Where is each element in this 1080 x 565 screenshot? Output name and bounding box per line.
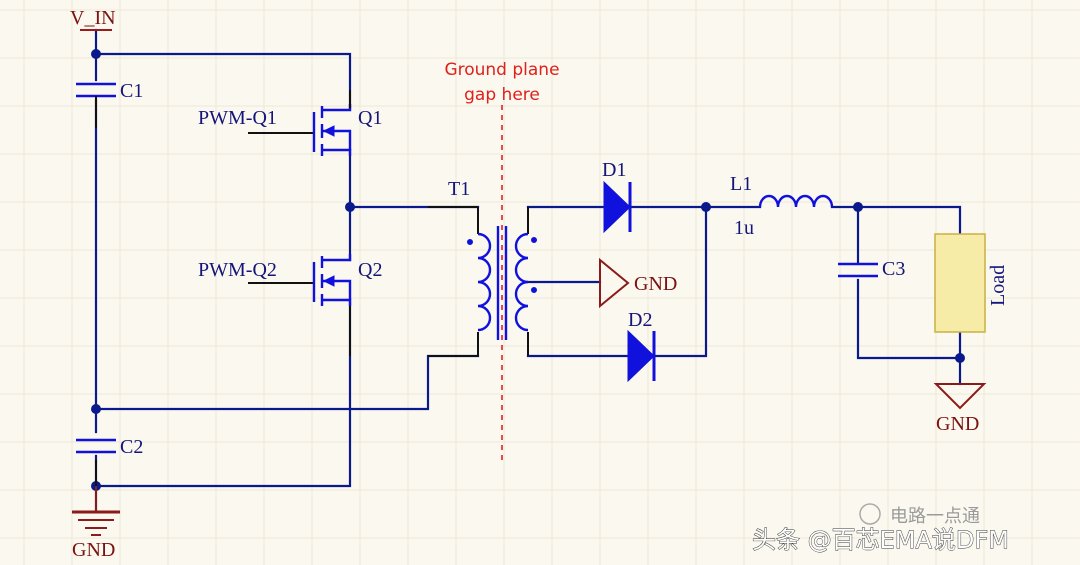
wire-bottom-rail [94, 300, 352, 488]
diode-d2: D2 [627, 309, 656, 383]
q1-label: Q1 [358, 107, 382, 129]
mosfet-q1: PWM-Q1 Q1 [198, 90, 382, 156]
d1-label: D1 [602, 159, 626, 181]
ground-plane-gap-annotation: Ground plane gap here [444, 60, 560, 465]
t1-label: T1 [448, 178, 470, 200]
wire-l1-to-load [830, 205, 962, 238]
transformer-t1: T1 [428, 178, 537, 357]
capacitor-c2: C2 [76, 436, 143, 486]
capacitor-c3: C3 [838, 258, 905, 280]
annotation-line2: gap here [464, 85, 540, 105]
l1-value-label: 1u [734, 217, 754, 239]
mosfet-q2: PWM-Q2 Q2 [198, 254, 382, 356]
wire-c3-bottom [856, 278, 962, 360]
vin-label: V_IN [70, 7, 116, 29]
d2-label: D2 [628, 309, 652, 331]
gnd-left-label: GND [72, 539, 115, 561]
junction-dot [91, 404, 101, 414]
capacitor-c1: C1 [76, 80, 143, 128]
l1-label: L1 [730, 173, 752, 195]
watermark-text: 头条 @百芯EMA说DFM [752, 526, 1009, 554]
load-label: Load [987, 265, 1009, 306]
junction-dot [701, 202, 711, 212]
junction-dot [345, 202, 355, 212]
junction-dot [91, 49, 101, 59]
diode-d1: D1 [602, 159, 632, 234]
ground-output-symbol: GND [933, 383, 987, 435]
ground-left-symbol: GND [72, 486, 120, 561]
pwm-q2-label: PWM-Q2 [198, 259, 277, 281]
junctions [91, 49, 965, 491]
wire-t1-return [94, 354, 480, 411]
vin-port: V_IN [70, 7, 116, 31]
gnd-secondary-label: GND [634, 273, 677, 295]
c1-label: C1 [120, 80, 143, 102]
c3-label: C3 [882, 258, 905, 280]
junction-dot [955, 353, 965, 363]
wechat-icon [859, 503, 881, 525]
load-body [934, 233, 986, 333]
junction-dot [853, 202, 863, 212]
watermark-faint-text: 电路一点通 [890, 506, 980, 527]
inductor-l1: L1 1u [730, 173, 834, 239]
load-resistor: Load [934, 233, 1009, 333]
pwm-q1-label: PWM-Q1 [198, 107, 277, 129]
ground-secondary-symbol: GND [599, 257, 677, 309]
wire-d2-to-node [652, 205, 708, 358]
watermark: 电路一点通 头条 @百芯EMA说DFM [752, 503, 1009, 554]
c2-label: C2 [120, 436, 143, 458]
annotation-line1: Ground plane [444, 60, 559, 80]
gnd-output-label: GND [936, 413, 979, 435]
q2-label: Q2 [358, 259, 382, 281]
